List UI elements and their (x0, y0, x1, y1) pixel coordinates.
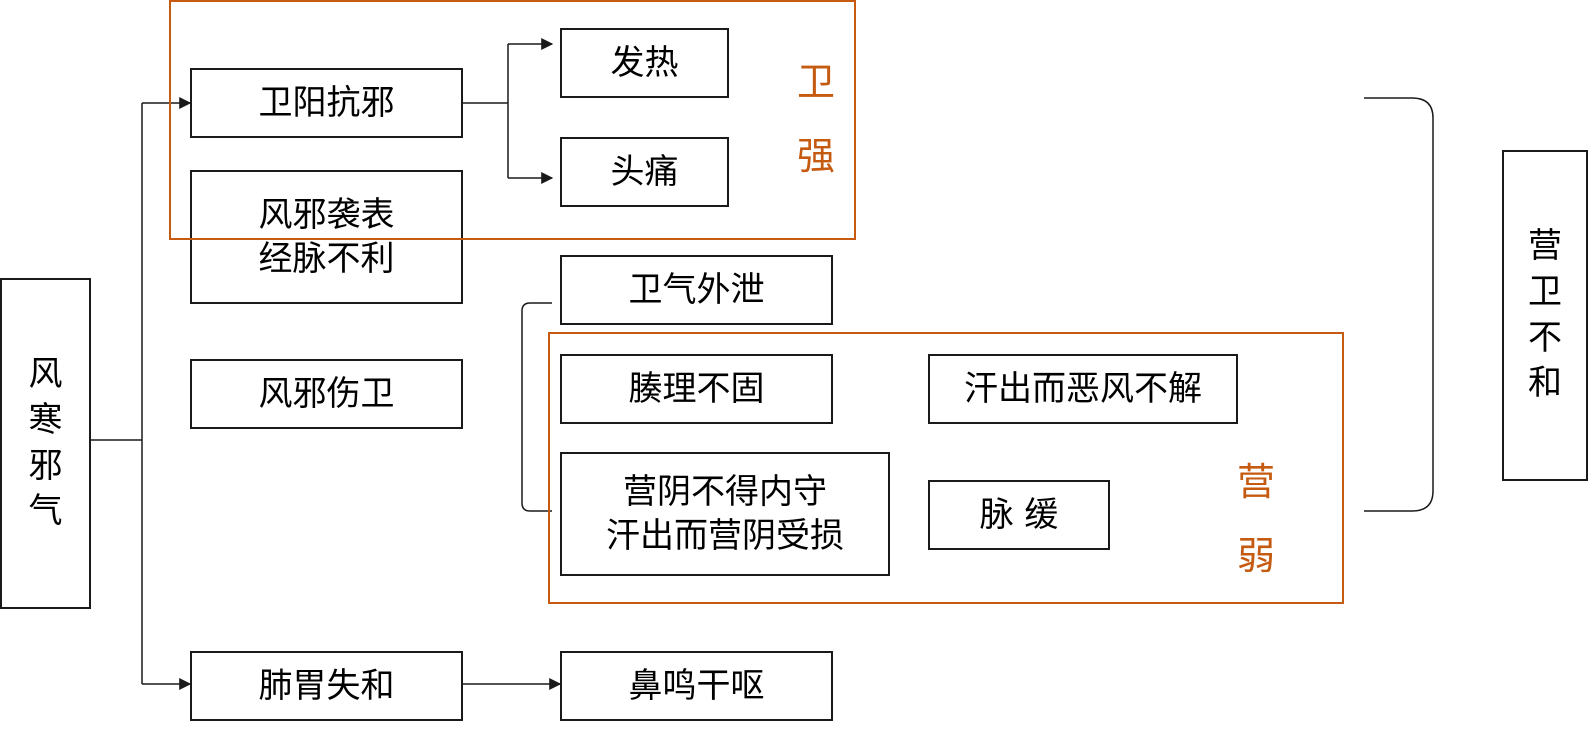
conclusion-node: 营卫不和 (1502, 150, 1588, 481)
node-fengxie-xibiao: 风邪袭表 经脉不利 (190, 170, 463, 304)
node-yingyin: 营阴不得内守 汗出而营阴受损 (560, 452, 890, 576)
group-wei-qiang (169, 0, 856, 240)
group-label-wei-qiang: 卫强 (796, 60, 835, 179)
right-bracket (1364, 97, 1434, 512)
group-label-ying-ruo: 营弱 (1236, 460, 1275, 579)
node-hanchu-efeng: 汗出而恶风不解 (928, 354, 1238, 424)
node-feiwei-shihe: 肺胃失和 (190, 651, 463, 721)
left-bracket (521, 302, 552, 512)
node-maihuan: 脉 缓 (928, 480, 1110, 550)
conclusion-label: 营卫不和 (1528, 225, 1562, 404)
node-toutong: 头痛 (560, 137, 729, 207)
node-fengxie-shangwei: 风邪伤卫 (190, 359, 463, 429)
node-couli-bugu: 腠理不固 (560, 354, 833, 424)
root-node: 风寒邪气 (0, 278, 91, 609)
node-biming-ganou: 鼻鸣干呕 (560, 651, 833, 721)
node-weiyang-kangxie: 卫阳抗邪 (190, 68, 463, 138)
node-weiqi-waixie: 卫气外泄 (560, 255, 833, 325)
group-ying-ruo (548, 332, 1344, 604)
root-label: 风寒邪气 (28, 353, 63, 532)
node-fare: 发热 (560, 28, 729, 98)
